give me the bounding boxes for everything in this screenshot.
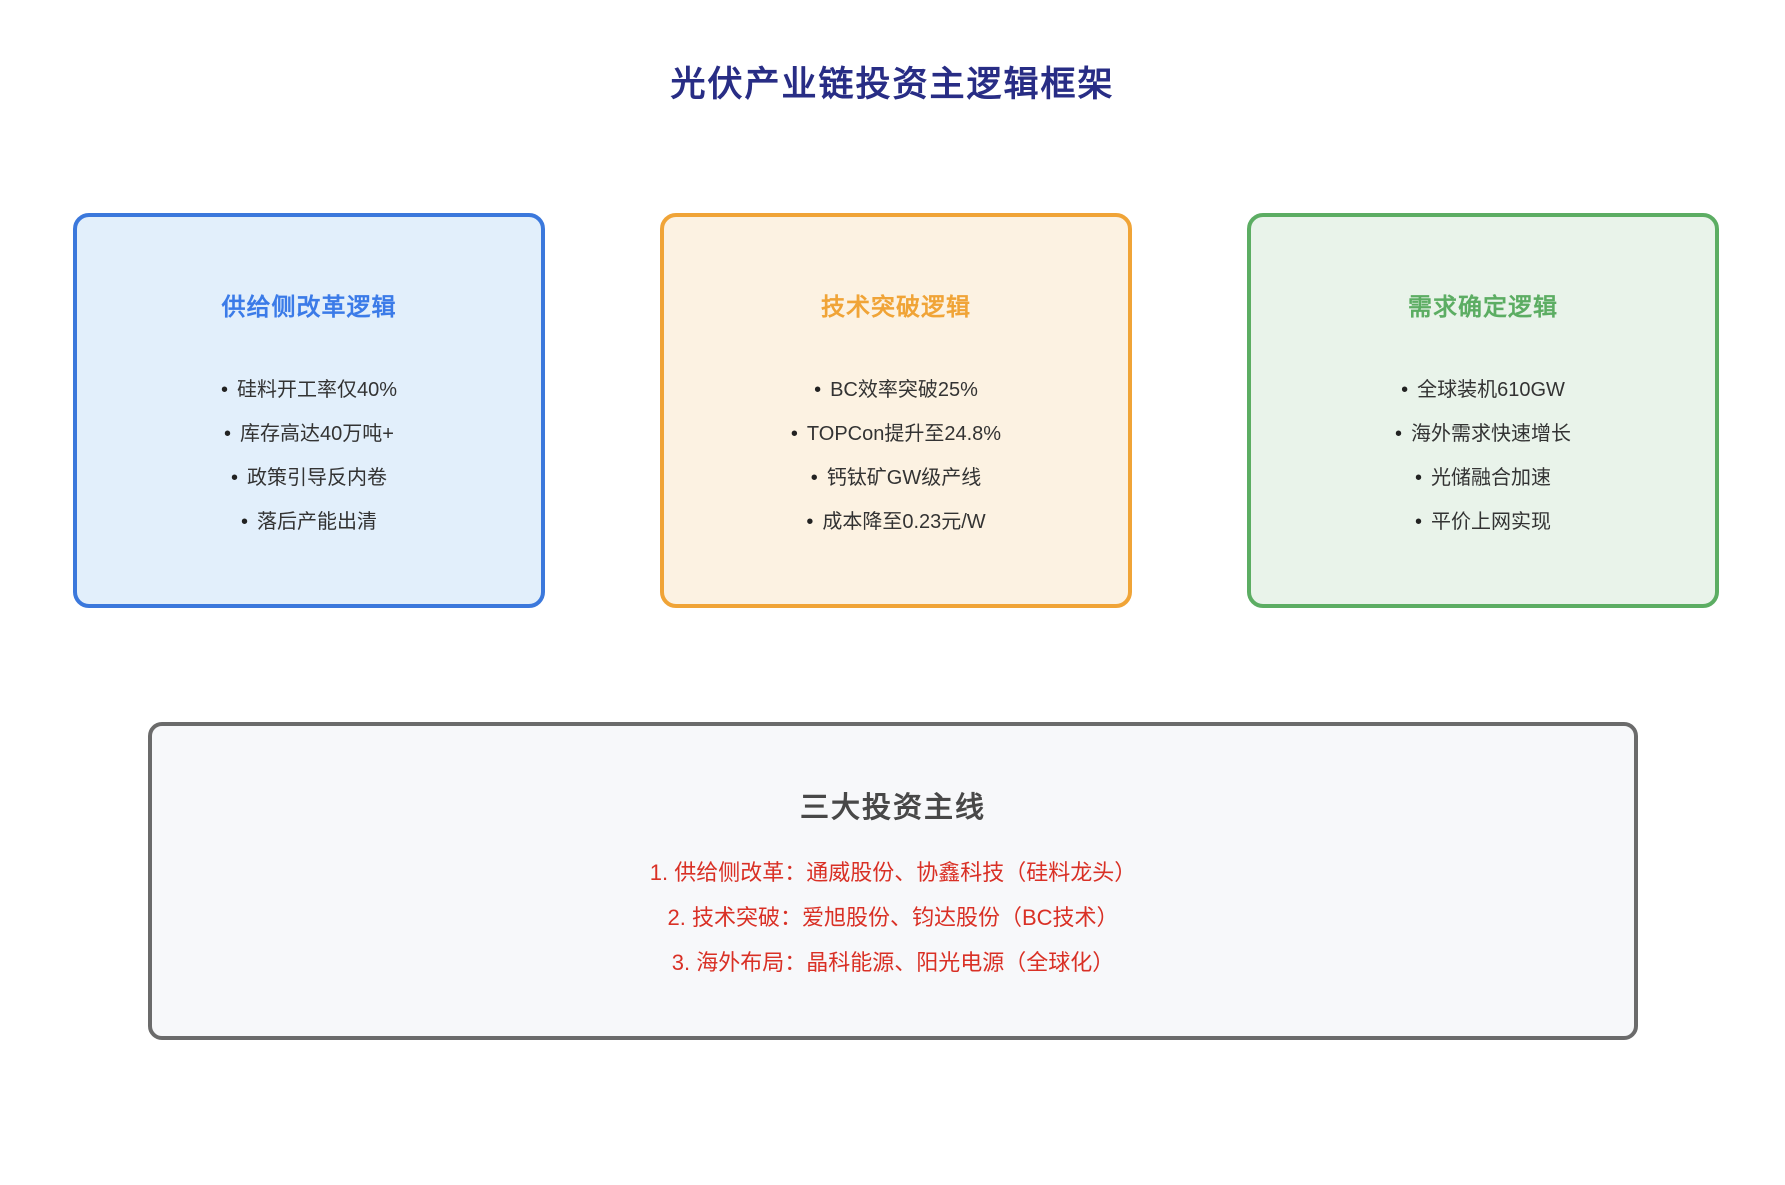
bullet-text: 成本降至0.23元/W [822,511,986,533]
bullet-text: 落后产能出清 [257,511,377,533]
bullet-text: 海外需求快速增长 [1411,423,1571,445]
tech-breakthrough-box-title: 技术突破逻辑 [821,294,971,321]
bullet-dot-icon: • [240,511,248,533]
bullet-dot-icon: • [814,379,822,401]
tech-breakthrough-box: 技术突破逻辑 • BC效率突破25% • TOPCon提升至24.8% • 钙钛矿GW… [660,213,1132,608]
bullet-text: 钙钛矿GW级产线 [826,467,982,489]
bullet-dot-icon: • [1414,511,1422,533]
bullet-dot-icon: • [1414,467,1422,489]
summary-line: 3. 海外布局：晶科能源、阳光电源（全球化） [671,950,1115,975]
bullet-item: • 落后产能出清 [77,500,541,544]
bullet-dot-icon: • [224,423,232,445]
bullet-dot-icon: • [810,467,818,489]
demand-certainty-bullet-list: •全球装机610GW •海外需求快速增长 •光储融合加速 •平价上网实现 [1251,368,1715,544]
bullet-text: BC效率突破25% [830,379,978,401]
bullet-text: 光储融合加速 [1431,467,1551,489]
supply-side-bullet-list: •硅料开工率仅40% •库存高达40万吨+ •政策引导反内卷 •落后产能出清 [77,368,541,544]
bullet-item: • TOPCon提升至24.8% [664,412,1128,456]
page-title: 光伏产业链投资主逻辑框架 [670,65,1115,104]
bullet-item: • 库存高达40万吨+ [77,412,541,456]
bullet-dot-icon: • [806,511,814,533]
bullet-item: • BC效率突破25% [664,368,1128,412]
bullet-text: TOPCon提升至24.8% [806,423,1002,445]
bullet-text: 硅料开工率仅40% [236,379,398,401]
summary-line: 1. 供给侧改革：通威股份、协鑫科技（硅料龙头） [649,860,1137,885]
bullet-dot-icon: • [790,423,798,445]
bullet-item: • 全球装机610GW [1251,368,1715,412]
bullet-dot-icon: • [220,379,228,401]
bullet-item: • 平价上网实现 [1251,500,1715,544]
investment-summary-title: 三大投资主线 [799,792,986,824]
bullet-item: • 光储融合加速 [1251,456,1715,500]
bullet-item: • 钙钛矿GW级产线 [664,456,1128,500]
investment-summary-lines: 1. 供给侧改革：通威股份、协鑫科技（硅料龙头） 2. 技术突破：爱旭股份、钧达… [152,850,1634,985]
bullet-item: • 硅料开工率仅40% [77,368,541,412]
demand-certainty-box: 需求确定逻辑 •全球装机610GW •海外需求快速增长 •光储融合加速 •平价上… [1247,213,1719,608]
summary-line: 2. 技术突破：爱旭股份、钧达股份（BC技术） [667,905,1119,930]
bullet-item: • 政策引导反内卷 [77,456,541,500]
bullet-text: 库存高达40万吨+ [240,423,394,445]
bullet-item: • 海外需求快速增长 [1251,412,1715,456]
tech-breakthrough-bullet-list: •BC效率突破25% •TOPCon提升至24.8% •钙钛矿GW级产线 •成本… [664,368,1128,544]
demand-certainty-box-title: 需求确定逻辑 [1408,294,1558,321]
bullet-dot-icon: • [1394,423,1402,445]
supply-side-reform-box-title: 供给侧改革逻辑 [221,294,397,321]
investment-summary-box: 三大投资主线 1. 供给侧改革：通威股份、协鑫科技（硅料龙头） 2. 技术突破：… [148,722,1638,1040]
bullet-dot-icon: • [1401,379,1409,401]
bullet-text: 政策引导反内卷 [247,467,387,489]
bullet-item: • 成本降至0.23元/W [664,500,1128,544]
bullet-text: 平价上网实现 [1431,511,1551,533]
bullet-text: 全球装机610GW [1417,379,1565,401]
supply-side-reform-box: 供给侧改革逻辑 •硅料开工率仅40% •库存高达40万吨+ •政策引导反内卷 •… [73,213,545,608]
bullet-dot-icon: • [230,467,238,489]
